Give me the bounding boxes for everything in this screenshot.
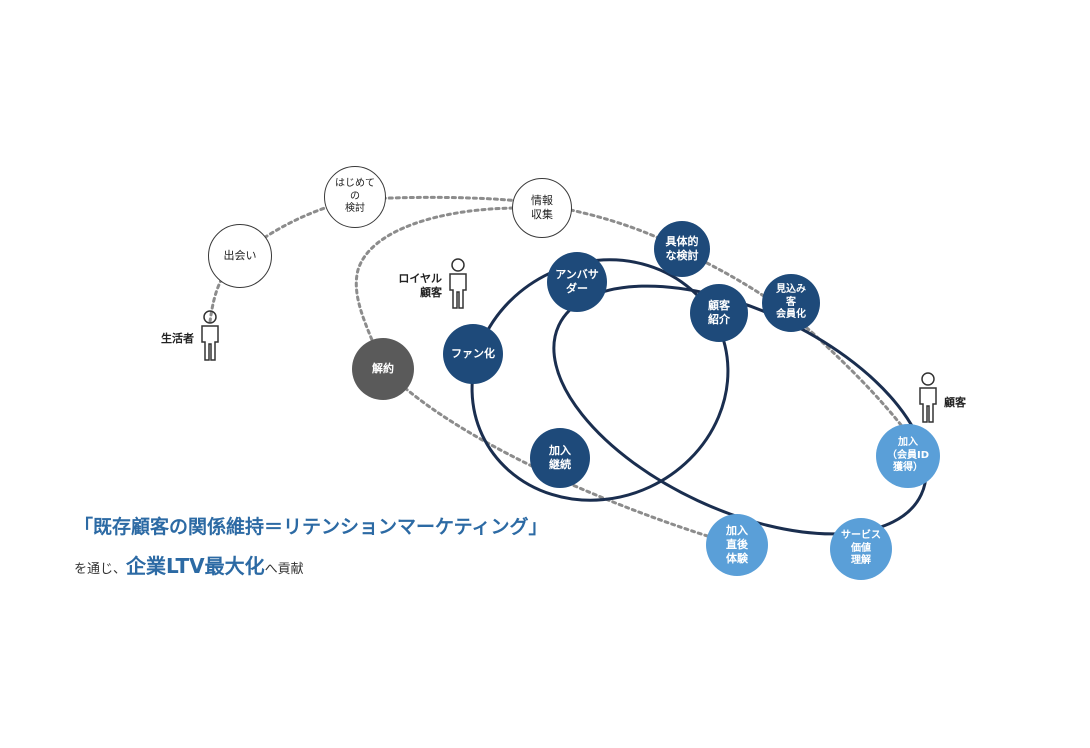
person-icon-kokyaku	[919, 372, 937, 423]
node-mikomi-kyaku-kaiinka: 見込み 客 会員化	[762, 274, 820, 332]
node-kokyaku-shokai: 顧客 紹介	[690, 284, 748, 342]
person-icon-seikatsusha	[201, 310, 219, 361]
node-fan-ka: ファン化	[443, 324, 503, 384]
node-joho-shushu: 情報 収集	[512, 178, 572, 238]
node-kanyu-keizoku: 加入 継続	[530, 428, 590, 488]
label-royal-kokyaku: ロイヤル 顧客	[398, 272, 442, 299]
label-kokyaku: 顧客	[944, 396, 966, 409]
node-service-kachi-rikai: サービス 価値 理解	[830, 518, 892, 580]
node-kanyu-chokugo-taiken: 加入 直後 体験	[706, 514, 768, 576]
node-kaiyaku: 解約	[352, 338, 414, 400]
node-hajimete-no-kento: はじめて の 検討	[324, 166, 386, 228]
subline-suffix: へ貢献	[264, 562, 304, 577]
subline-emphasis: 企業LTV最大化	[126, 554, 265, 578]
ltv-subline: を通じ、企業LTV最大化へ貢献	[74, 550, 304, 579]
node-kanyu-kaiin-id: 加入 （会員ID 獲得）	[876, 424, 940, 488]
node-gutaiteki-na-kento: 具体的 な検討	[654, 221, 710, 277]
retention-tagline: 「既存顧客の関係維持＝リテンションマーケティング」	[74, 516, 548, 538]
label-seikatsusha: 生活者	[161, 332, 194, 345]
subline-prefix: を通じ、	[74, 562, 127, 577]
node-ambassador: アンバサ ダー	[547, 252, 607, 312]
node-deai: 出会い	[208, 224, 272, 288]
person-icon-royal-kokyaku	[449, 258, 467, 309]
